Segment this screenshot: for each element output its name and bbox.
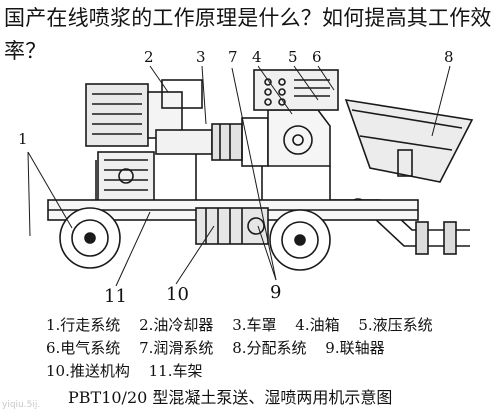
legend-item: 5.液压系统 [358, 316, 433, 334]
push-mechanism [195, 207, 269, 245]
watermark-text: yiqiu.5ij. [2, 400, 41, 410]
wheel-right [269, 209, 331, 271]
legend-item: 10.推送机构 [46, 362, 130, 380]
callout-1: 1 [18, 130, 28, 148]
callout-5: 5 [288, 48, 298, 66]
callout-11: 11 [104, 286, 127, 307]
hopper [344, 98, 474, 183]
callout-10: 10 [166, 284, 189, 305]
callout-3: 3 [196, 48, 206, 66]
machine-diagram: 1 2 3 4 5 6 7 8 9 10 11 [18, 48, 474, 307]
callout-8: 8 [444, 48, 454, 66]
callout-6: 6 [312, 48, 322, 66]
legend: 1.行走系统 2.油冷却器 3.车罩 4.油箱 5.液压系统 6.电气系统 7.… [46, 314, 486, 383]
control-panel [253, 69, 339, 111]
legend-item: 7.润滑系统 [139, 339, 214, 357]
legend-item: 3.车罩 [232, 316, 277, 334]
legend-item: 11.车架 [148, 362, 203, 380]
legend-item: 6.电气系统 [46, 339, 121, 357]
oil-cooler-block [97, 151, 155, 205]
legend-item: 8.分配系统 [232, 339, 307, 357]
legend-item: 2.油冷却器 [139, 316, 214, 334]
callout-4: 4 [252, 48, 262, 66]
legend-item: 4.油箱 [295, 316, 340, 334]
legend-item: 9.联轴器 [325, 339, 385, 357]
pump-cylinder [155, 109, 331, 167]
legend-item: 1.行走系统 [46, 316, 121, 334]
figure-caption: PBT10/20 型混凝土泵送、湿喷两用机示意图 [68, 388, 393, 407]
leader-lines [27, 65, 451, 287]
callout-9: 9 [270, 282, 281, 303]
wheel-left [59, 207, 121, 269]
callout-2: 2 [144, 48, 154, 66]
callout-7: 7 [228, 48, 238, 66]
article-title: 国产在线喷浆的工作原理是什么？如何提高其工作效率？ [4, 6, 492, 63]
